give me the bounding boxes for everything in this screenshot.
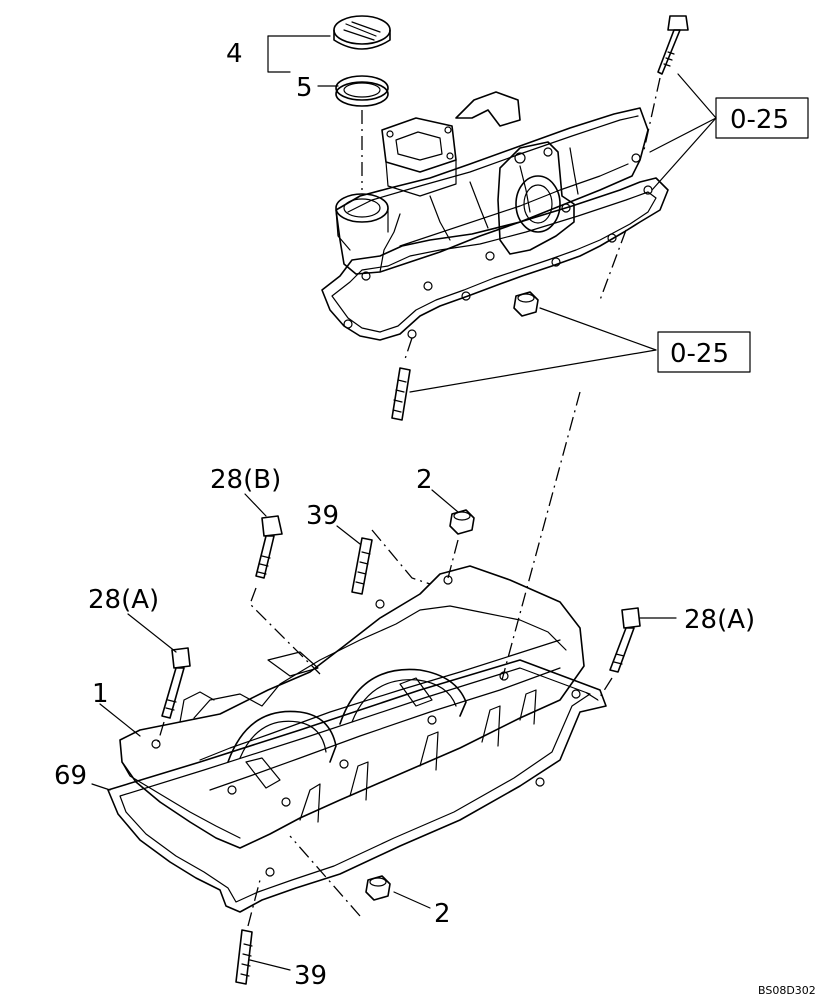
o-ring (335, 75, 389, 107)
stud-39-top-axis (371, 529, 431, 585)
upper-cover-bolt (657, 15, 689, 75)
callout-69: 69 (54, 761, 87, 791)
stud-39-top (351, 537, 373, 595)
nut-2-bottom-axis (289, 835, 361, 917)
upper-head-cover (321, 91, 669, 341)
ref-top-text: 0-25 (730, 105, 789, 135)
callout-39-top: 39 (306, 501, 339, 531)
stud-axis-line-left (403, 337, 413, 363)
stud-axis-line-right (599, 229, 627, 301)
callout-28b: 28(B) (210, 465, 281, 495)
upper-sleeve-nut (513, 291, 539, 317)
ref-box-top (715, 97, 809, 139)
drawing-code: BS08D302 (758, 984, 816, 997)
callout-4: 4 (226, 39, 243, 69)
stud-39-bottom-axis (247, 879, 261, 927)
bolt-28a-left-axis (157, 721, 165, 743)
callout-28a-left: 28(A) (88, 585, 159, 615)
nut-2-top (449, 509, 475, 535)
nut-2-top-axis (447, 539, 459, 579)
leader-lines (91, 35, 717, 971)
callout-39-bottom: 39 (294, 961, 327, 991)
stud-39-bottom (235, 929, 253, 985)
callout-2-top: 2 (416, 465, 433, 495)
bolt-28a-right-axis (581, 677, 613, 701)
callout-28a-right: 28(A) (684, 605, 755, 635)
oil-filler-cap (333, 15, 391, 50)
cover-bolt-28a-left (161, 647, 191, 719)
nut-2-bottom (365, 875, 391, 901)
callout-2-bottom: 2 (434, 899, 451, 929)
bolt-28b-axis-line (249, 587, 321, 675)
callout-5: 5 (296, 73, 313, 103)
head-cover-gasket (107, 659, 607, 913)
ref-mid-text: 0-25 (670, 339, 729, 369)
lower-head-cover (119, 565, 585, 877)
bolt-axis-line (643, 77, 661, 151)
cover-bolt-28a-right (609, 607, 641, 673)
cover-bolt-28b (255, 515, 283, 579)
ref-box-mid (657, 331, 751, 373)
upper-stud (391, 367, 411, 421)
callout-1: 1 (92, 679, 109, 709)
assembly-axis-line (501, 391, 581, 681)
